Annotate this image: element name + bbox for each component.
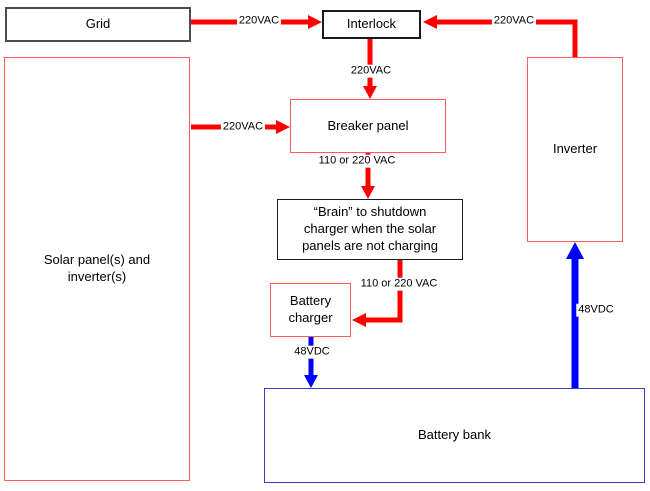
inverter-box: Inverter — [527, 57, 623, 242]
battery-charger-label: Battery charger — [288, 293, 333, 325]
arrowhead-grid-to-interlock — [308, 15, 322, 29]
arrowhead-brain-to-charger — [352, 313, 366, 327]
label-interlock-to-breaker: 220VAC — [348, 64, 394, 78]
solar-panels-box: Solar panel(s) and inverter(s) — [4, 57, 190, 481]
arrowhead-solar-to-breaker — [276, 120, 290, 134]
interlock-label: Interlock — [346, 16, 397, 32]
arrowhead-interlock-to-breaker — [363, 86, 377, 99]
label-brain-to-charger: 110 or 220 VAC — [358, 277, 440, 291]
arrowhead-battery-to-inverter — [566, 242, 584, 259]
interlock-box: Interlock — [322, 10, 421, 39]
solar-panels-label: Solar panel(s) and inverter(s) — [43, 252, 151, 284]
label-charger-to-battery: 48VDC — [292, 345, 332, 359]
label-breaker-to-brain: 110 or 220 VAC — [316, 154, 398, 168]
grid-label: Grid — [85, 16, 111, 32]
inverter-label: Inverter — [552, 141, 598, 157]
label-grid-to-interlock: 220VAC — [236, 14, 282, 28]
brain-box: “Brain” to shutdown charger when the sol… — [277, 199, 463, 260]
label-inverter-to-interlock: 220VAC — [491, 14, 537, 28]
breaker-panel-label: Breaker panel — [327, 117, 409, 133]
label-solar-to-breaker: 220VAC — [220, 120, 266, 134]
label-battery-to-inverter: 48VDC — [576, 303, 616, 317]
breaker-panel-box: Breaker panel — [290, 99, 446, 153]
battery-bank-label: Battery bank — [418, 427, 491, 443]
arrowhead-charger-to-battery — [304, 375, 318, 388]
grid-box: Grid — [5, 7, 191, 42]
battery-bank-box: Battery bank — [264, 388, 645, 483]
battery-charger-box: Battery charger — [270, 283, 351, 337]
arrowhead-inverter-to-interlock — [423, 15, 437, 29]
brain-label: “Brain” to shutdown charger when the sol… — [302, 204, 438, 253]
arrowhead-breaker-to-brain — [361, 186, 375, 199]
